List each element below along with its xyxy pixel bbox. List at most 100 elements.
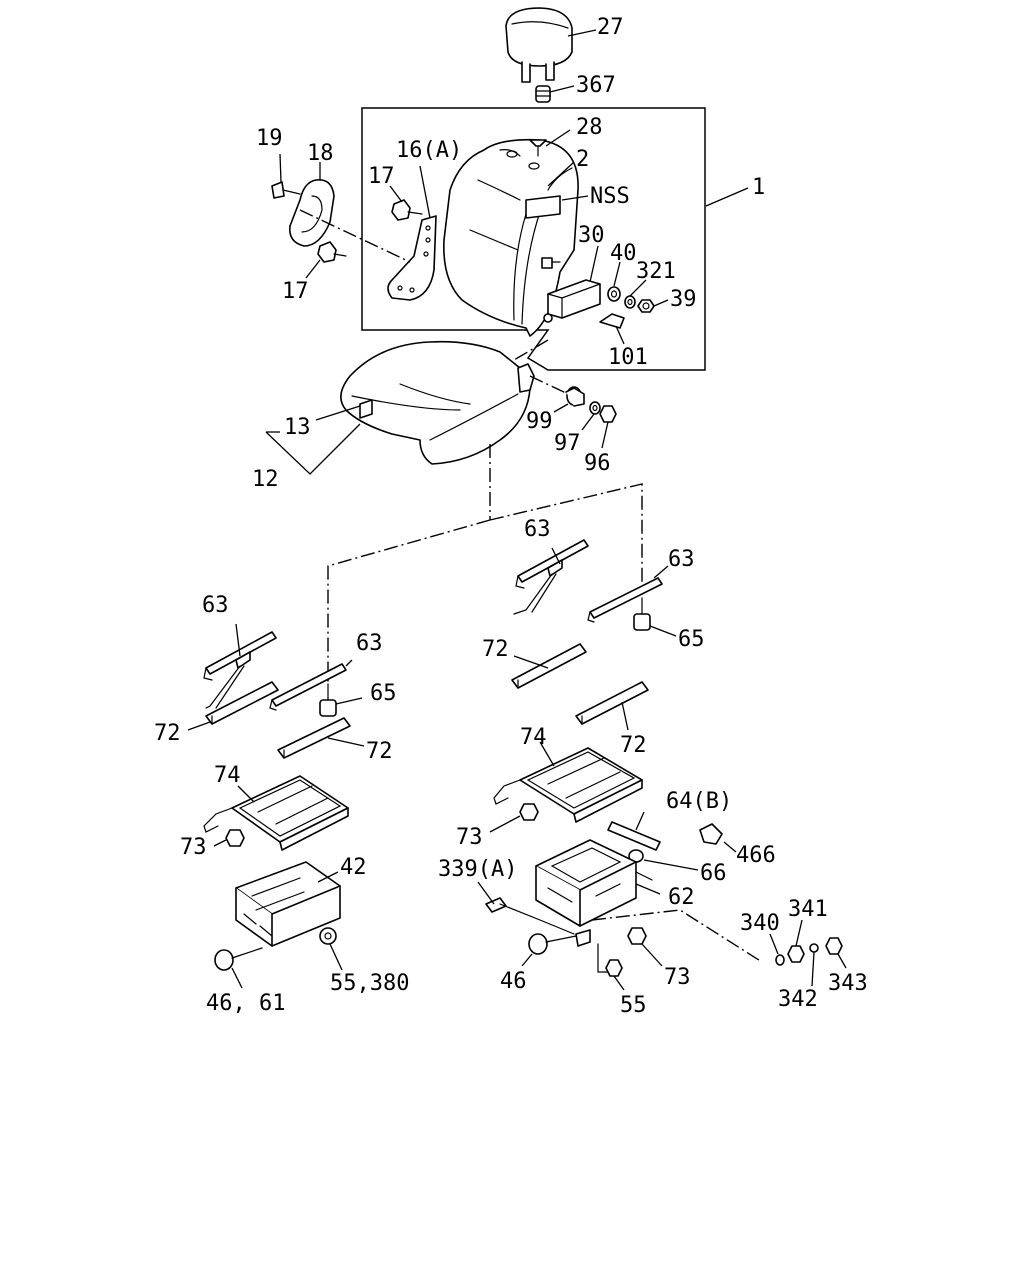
rails-split-right-line	[489, 483, 643, 584]
label-12: 12	[252, 467, 279, 492]
label-101: 101	[608, 345, 648, 370]
leader-lines	[187, 29, 847, 991]
label-64b: 64(B)	[666, 789, 732, 814]
label-27: 27	[597, 15, 624, 40]
label-30: 30	[578, 223, 605, 248]
seat-rail-part-63-left-lower	[269, 663, 347, 711]
nut-part-73-right-upper	[519, 803, 539, 821]
label-46: 46	[500, 969, 527, 994]
label-73-right-lower: 73	[664, 965, 691, 990]
slide-rail-part-72-left-lower	[277, 717, 351, 759]
nut-part-39	[637, 299, 655, 313]
nut-part-341	[787, 945, 805, 963]
label-72-left-lower: 72	[366, 739, 393, 764]
bolt-part-17-lower	[317, 241, 347, 263]
screw-part-28	[529, 139, 547, 157]
recliner-alignment-line	[299, 209, 411, 263]
bolt-part-46	[528, 933, 577, 955]
label-97: 97	[554, 431, 581, 456]
slide-rail-part-72-left-upper	[205, 681, 279, 725]
headrest-part	[505, 7, 573, 83]
washer-part-321	[624, 295, 636, 309]
washer-part-342	[809, 943, 819, 953]
label-63-right-lower: 63	[668, 547, 695, 572]
clip-part-466	[699, 823, 723, 845]
label-55: 55	[620, 993, 647, 1018]
riser-base-part-42	[235, 861, 341, 947]
label-28: 28	[576, 115, 603, 140]
label-19: 19	[256, 126, 283, 151]
label-40: 40	[610, 241, 637, 266]
seat-back-assembly-frame	[361, 107, 706, 371]
label-367: 367	[576, 73, 616, 98]
label-96: 96	[584, 451, 611, 476]
label-1: 1	[752, 175, 765, 200]
bushing-part-99	[565, 386, 585, 407]
label-342: 342	[778, 987, 818, 1012]
cushion-bolt-line	[529, 375, 569, 395]
washer-part-340	[775, 954, 785, 966]
cushion-bracket-line	[513, 339, 549, 361]
rails-split-left-line	[327, 519, 491, 684]
label-nss: NSS	[590, 184, 630, 209]
bolt-part-19	[271, 181, 301, 199]
bracket-part-18	[288, 179, 335, 247]
label-99: 99	[526, 409, 553, 434]
seat-back-part	[443, 138, 579, 337]
label-65-right: 65	[678, 627, 705, 652]
label-65-left: 65	[370, 681, 397, 706]
washer-part-97	[589, 401, 601, 415]
label-66: 66	[700, 861, 727, 886]
seat-adjuster-part-74-left	[203, 775, 349, 851]
label-72-left-upper: 72	[154, 721, 181, 746]
nut-part-55	[605, 959, 623, 977]
seat-rail-part-63-left-upper	[203, 631, 277, 709]
label-466: 466	[736, 843, 776, 868]
plate-part-55-bracket	[575, 929, 609, 973]
bracket-to-nut-line	[591, 909, 763, 963]
slide-rail-part-72-right-upper	[511, 643, 587, 689]
label-39: 39	[670, 287, 697, 312]
headrest-guide-part	[535, 85, 551, 103]
washer-part-40	[607, 286, 621, 302]
label-340: 340	[740, 911, 780, 936]
nut-part-343	[825, 937, 843, 955]
bolt-part-46-61	[214, 947, 263, 971]
seat-cushion-part	[340, 340, 535, 465]
seat-rail-part-63-right-lower	[587, 577, 663, 623]
seat-rail-part-63-right-upper	[513, 539, 589, 615]
label-63-right-upper: 63	[524, 517, 551, 542]
cap-part-101	[599, 313, 625, 329]
seat-riser-part-62	[535, 839, 653, 927]
armrest-part	[541, 257, 601, 323]
nut-part-73-left	[225, 829, 245, 847]
label-63-left-lower: 63	[356, 631, 383, 656]
stud-part-65-left	[319, 683, 337, 717]
label-18: 18	[307, 141, 334, 166]
recliner-plate-part-16a	[387, 215, 437, 301]
label-339a: 339(A)	[438, 857, 517, 882]
label-2: 2	[576, 147, 589, 172]
label-62: 62	[668, 885, 695, 910]
label-72-right-upper: 72	[482, 637, 509, 662]
label-72-right-lower: 72	[620, 733, 647, 758]
label-341: 341	[788, 897, 828, 922]
label-55-380: 55,380	[330, 971, 409, 996]
stud-part-65-right	[633, 597, 651, 631]
seat-adjuster-part-74-right	[493, 747, 643, 823]
label-13: 13	[284, 415, 311, 440]
lever-part-64b	[607, 821, 661, 851]
label-74-left: 74	[214, 763, 241, 788]
label-74-right: 74	[520, 725, 547, 750]
label-343: 343	[828, 971, 868, 996]
label-17-lower: 17	[282, 279, 309, 304]
nut-part-73-right-lower	[627, 927, 647, 945]
label-17-upper: 17	[368, 164, 395, 189]
bolt-part-17-upper	[391, 199, 423, 221]
label-16a: 16(A)	[396, 138, 462, 163]
label-42: 42	[340, 855, 367, 880]
label-321: 321	[636, 259, 676, 284]
bracket-part-339a	[485, 897, 575, 935]
nut-part-96	[599, 405, 617, 423]
